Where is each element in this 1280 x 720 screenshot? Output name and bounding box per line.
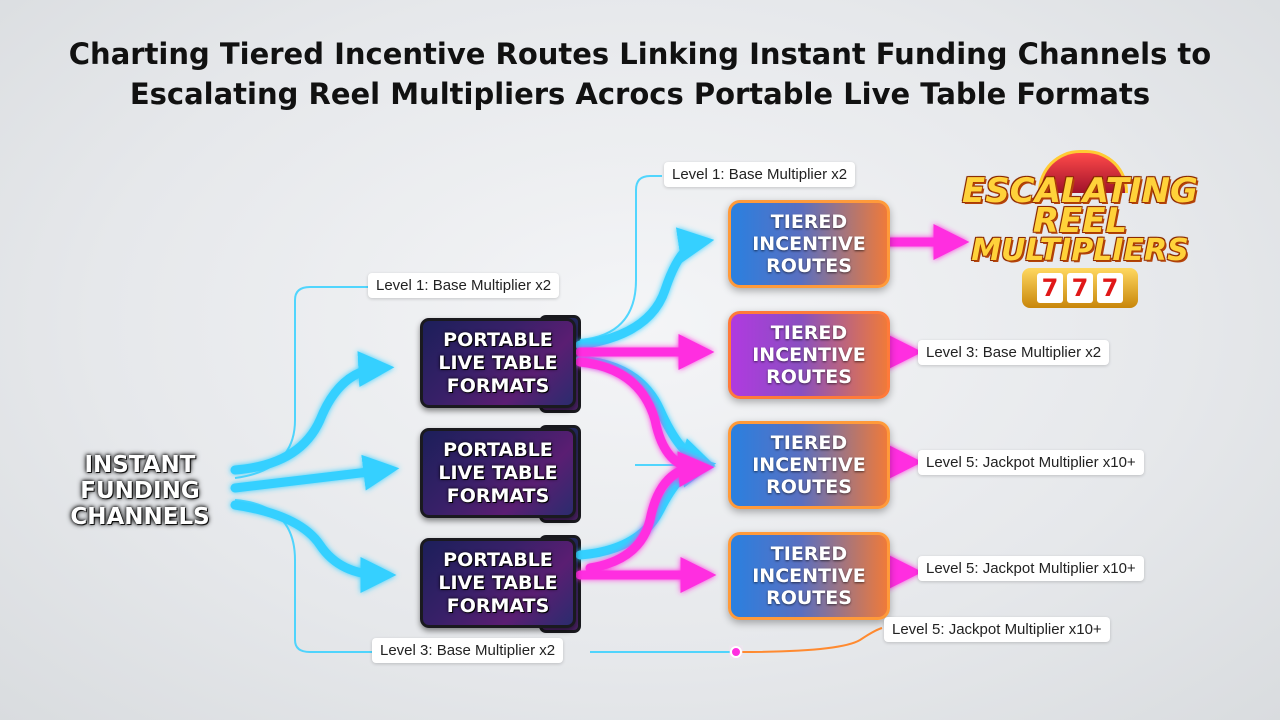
portable-live-table-formats-node-3: PORTABLE LIVE TABLE FORMATS <box>420 535 581 633</box>
label-top-route: Level 1: Base Multiplier x2 <box>664 162 856 187</box>
tiered-incentive-routes-node-2: TIERED INCENTIVE ROUTES <box>728 311 890 399</box>
tiered-incentive-routes-node-4: TIERED INCENTIVE ROUTES <box>728 532 890 620</box>
route-junction-dot <box>730 646 742 658</box>
funding-flows <box>230 227 717 593</box>
route-1-line-3: ROUTES <box>766 255 852 277</box>
format-3-line-1: PORTABLE <box>443 548 553 571</box>
label-bottom-left: Level 3: Base Multiplier x2 <box>372 638 564 663</box>
format-3-line-2: LIVE TABLE <box>438 571 558 594</box>
label-bottom-right: Level 5: Jackpot Multiplier x10+ <box>884 617 1110 642</box>
instant-funding-channels-node: INSTANT FUNDING CHANNELS <box>60 452 220 530</box>
route-4-line-2: INCENTIVE <box>752 565 866 587</box>
format-2-line-2: LIVE TABLE <box>438 461 558 484</box>
smartphone-tablet-icon: PORTABLE LIVE TABLE FORMATS <box>438 329 557 398</box>
title-line-2: Escalating Reel Multipliers Acrocs Porta… <box>129 77 1151 111</box>
route-1-line-2: INCENTIVE <box>752 233 866 255</box>
route-4-line-1: TIERED <box>770 543 848 565</box>
reel-2: 7 <box>1067 273 1093 303</box>
reel-3: 7 <box>1097 273 1123 303</box>
format-2-line-1: PORTABLE <box>443 438 553 461</box>
tiered-incentive-routes-node-1: TIERED INCENTIVE ROUTES <box>728 200 890 288</box>
thin-route-lines <box>234 175 730 653</box>
label-route-3-output: Level 5: Jackpot Multiplier x10+ <box>918 450 1144 475</box>
label-route-2-output: Level 3: Base Multiplier x2 <box>918 340 1110 365</box>
route-2-line-3: ROUTES <box>766 366 852 388</box>
badge-line-3: MULTIPLIERS <box>971 233 1189 268</box>
route-3-line-2: INCENTIVE <box>752 454 866 476</box>
route-4-line-3: ROUTES <box>766 587 852 609</box>
route-3-line-3: ROUTES <box>766 476 852 498</box>
reel-1: 7 <box>1037 273 1063 303</box>
format-3-line-3: FORMATS <box>446 594 550 617</box>
source-line-2: FUNDING <box>80 478 200 504</box>
badge-line-2: REEL <box>1032 201 1128 241</box>
portable-live-table-formats-node-2: PORTABLE LIVE TABLE FORMATS <box>420 425 581 523</box>
format-1-line-2: LIVE TABLE <box>438 351 558 374</box>
source-line-3: CHANNELS <box>70 504 210 530</box>
source-line-1: INSTANT <box>84 452 196 478</box>
portable-live-table-formats-node-1: PORTABLE LIVE TABLE FORMATS <box>420 315 581 413</box>
smartphone-tablet-icon: PORTABLE LIVE TABLE FORMATS <box>438 439 557 508</box>
tiered-incentive-routes-node-3: TIERED INCENTIVE ROUTES <box>728 421 890 509</box>
route-2-line-2: INCENTIVE <box>752 344 866 366</box>
format-2-line-3: FORMATS <box>446 484 550 507</box>
route-2-line-1: TIERED <box>770 322 848 344</box>
smartphone-tablet-icon: PORTABLE LIVE TABLE FORMATS <box>438 549 557 618</box>
label-route-4-output: Level 5: Jackpot Multiplier x10+ <box>918 556 1144 581</box>
incentive-flows <box>575 224 970 593</box>
diagram-title: Charting Tiered Incentive Routes Linking… <box>0 34 1280 114</box>
orange-route-line <box>739 627 883 653</box>
format-1-line-3: FORMATS <box>446 374 550 397</box>
title-line-1: Charting Tiered Incentive Routes Linking… <box>68 37 1212 71</box>
route-1-line-1: TIERED <box>770 211 848 233</box>
slot-reels: 7 7 7 <box>1022 268 1138 308</box>
route-3-line-1: TIERED <box>770 432 848 454</box>
badge-line-1: ESCALATING <box>962 171 1198 211</box>
format-1-line-1: PORTABLE <box>443 328 553 351</box>
label-upper-left: Level 1: Base Multiplier x2 <box>368 273 560 298</box>
slot-machine-icon: ESCALATING REEL MULTIPLIERS 7 7 7 <box>960 150 1200 315</box>
